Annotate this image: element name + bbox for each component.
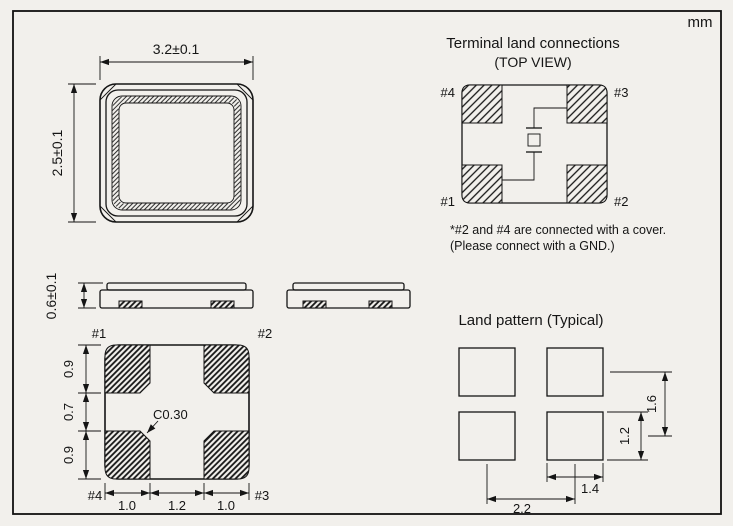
- bottom-pad-4: [104, 430, 151, 480]
- terminal-pad: [210, 300, 235, 309]
- terminal-pad: [302, 300, 327, 309]
- terminal-pad-label-3: #3: [614, 85, 628, 100]
- terminal-land-note-line2: (Please connect with a GND.): [450, 239, 615, 253]
- side-view-long: [99, 282, 254, 309]
- corner-castellation: [99, 83, 117, 101]
- top-view-width-dim: 3.2±0.1: [153, 41, 200, 57]
- dim-pad-gap: 0.7: [61, 403, 76, 421]
- package-top-view: 3.2±0.1 2.5±0.1: [49, 41, 254, 223]
- chamfer-leader: [146, 420, 159, 434]
- terminal-pad: [118, 300, 143, 309]
- corner-castellation: [236, 83, 254, 101]
- dim-top-pad-height: 0.9: [61, 360, 76, 378]
- dim-bottom-pad-height: 0.9: [61, 446, 76, 464]
- dim-land-vertical-pitch: 1.6: [644, 395, 659, 413]
- terminal-body-outline: [461, 84, 608, 204]
- bottom-pad-2: [203, 344, 250, 394]
- side-view-height-dim: 0.6±0.1: [43, 272, 59, 319]
- dim-land-pad-width: 1.4: [581, 481, 599, 496]
- pad-label-3: #3: [255, 488, 269, 503]
- package-bottom-view: #1 #2 #4 #3 C0.30 0.9 0.7 0.9 1.0 1.2 1.…: [61, 326, 272, 513]
- terminal-pad-2: [566, 164, 608, 204]
- terminal-land-diagram: Terminal land connections (TOP VIEW) #4 …: [441, 35, 667, 253]
- side-view-height-dimension: 0.6±0.1: [43, 272, 103, 319]
- lid-profile: [106, 282, 247, 291]
- dim-right-pad-width: 1.0: [217, 498, 235, 513]
- terminal-land-note-line1: *#2 and #4 are connected with a cover.: [450, 223, 666, 237]
- terminal-pad-label-1: #1: [441, 194, 455, 209]
- terminal-pad-label-4: #4: [441, 85, 455, 100]
- wire-to-pad-1: [502, 152, 535, 181]
- terminal-pad-4: [461, 84, 503, 124]
- corner-castellation: [99, 205, 117, 223]
- land-pattern-title: Land pattern (Typical): [458, 312, 603, 329]
- crystal-symbol-icon: [502, 107, 567, 181]
- pad-label-4: #4: [88, 488, 102, 503]
- bottom-body-outline: [104, 344, 250, 480]
- land-pattern-diagram: Land pattern (Typical) 1.2 1.6 1.4 2.2: [458, 312, 672, 516]
- crystal-element: [527, 133, 541, 147]
- wire-to-pad-3: [533, 107, 567, 128]
- corner-castellation: [236, 205, 254, 223]
- body-profile: [286, 289, 411, 309]
- terminal-pad-3: [566, 84, 608, 124]
- drawing-border: [12, 10, 722, 515]
- lid-profile: [292, 282, 405, 291]
- dim-left-pad-width: 1.0: [118, 498, 136, 513]
- seam-ring-inner-edge: [118, 102, 235, 204]
- terminal-land-subtitle: (TOP VIEW): [494, 54, 571, 70]
- bottom-pad-1: [104, 344, 151, 394]
- top-view-height-dim: 2.5±0.1: [49, 129, 65, 176]
- terminal-pad-1: [461, 164, 503, 204]
- terminal-pad-label-2: #2: [614, 194, 628, 209]
- dim-center-gap: 1.2: [168, 498, 186, 513]
- bottom-pad-3: [203, 430, 250, 480]
- dim-land-pad-height: 1.2: [617, 427, 632, 445]
- land-pad-top-right: [546, 347, 604, 397]
- package-outline: [99, 83, 254, 223]
- seam-ring-outer-edge: [111, 95, 242, 211]
- land-pad-bottom-left: [458, 411, 516, 461]
- body-profile: [99, 289, 254, 309]
- land-pad-bottom-right: [546, 411, 604, 461]
- lid-outline: [105, 89, 248, 217]
- land-pad-top-left: [458, 347, 516, 397]
- dim-land-horizontal-pitch: 2.2: [513, 501, 531, 516]
- side-view-short: [286, 282, 411, 309]
- terminal-land-title: Terminal land connections: [446, 35, 619, 52]
- chamfer-note: C0.30: [153, 407, 188, 422]
- pad-label-1: #1: [92, 326, 106, 341]
- seam-weld-ring: [112, 96, 241, 210]
- unit-label: mm: [688, 14, 713, 31]
- terminal-pad: [368, 300, 393, 309]
- pad-label-2: #2: [258, 326, 272, 341]
